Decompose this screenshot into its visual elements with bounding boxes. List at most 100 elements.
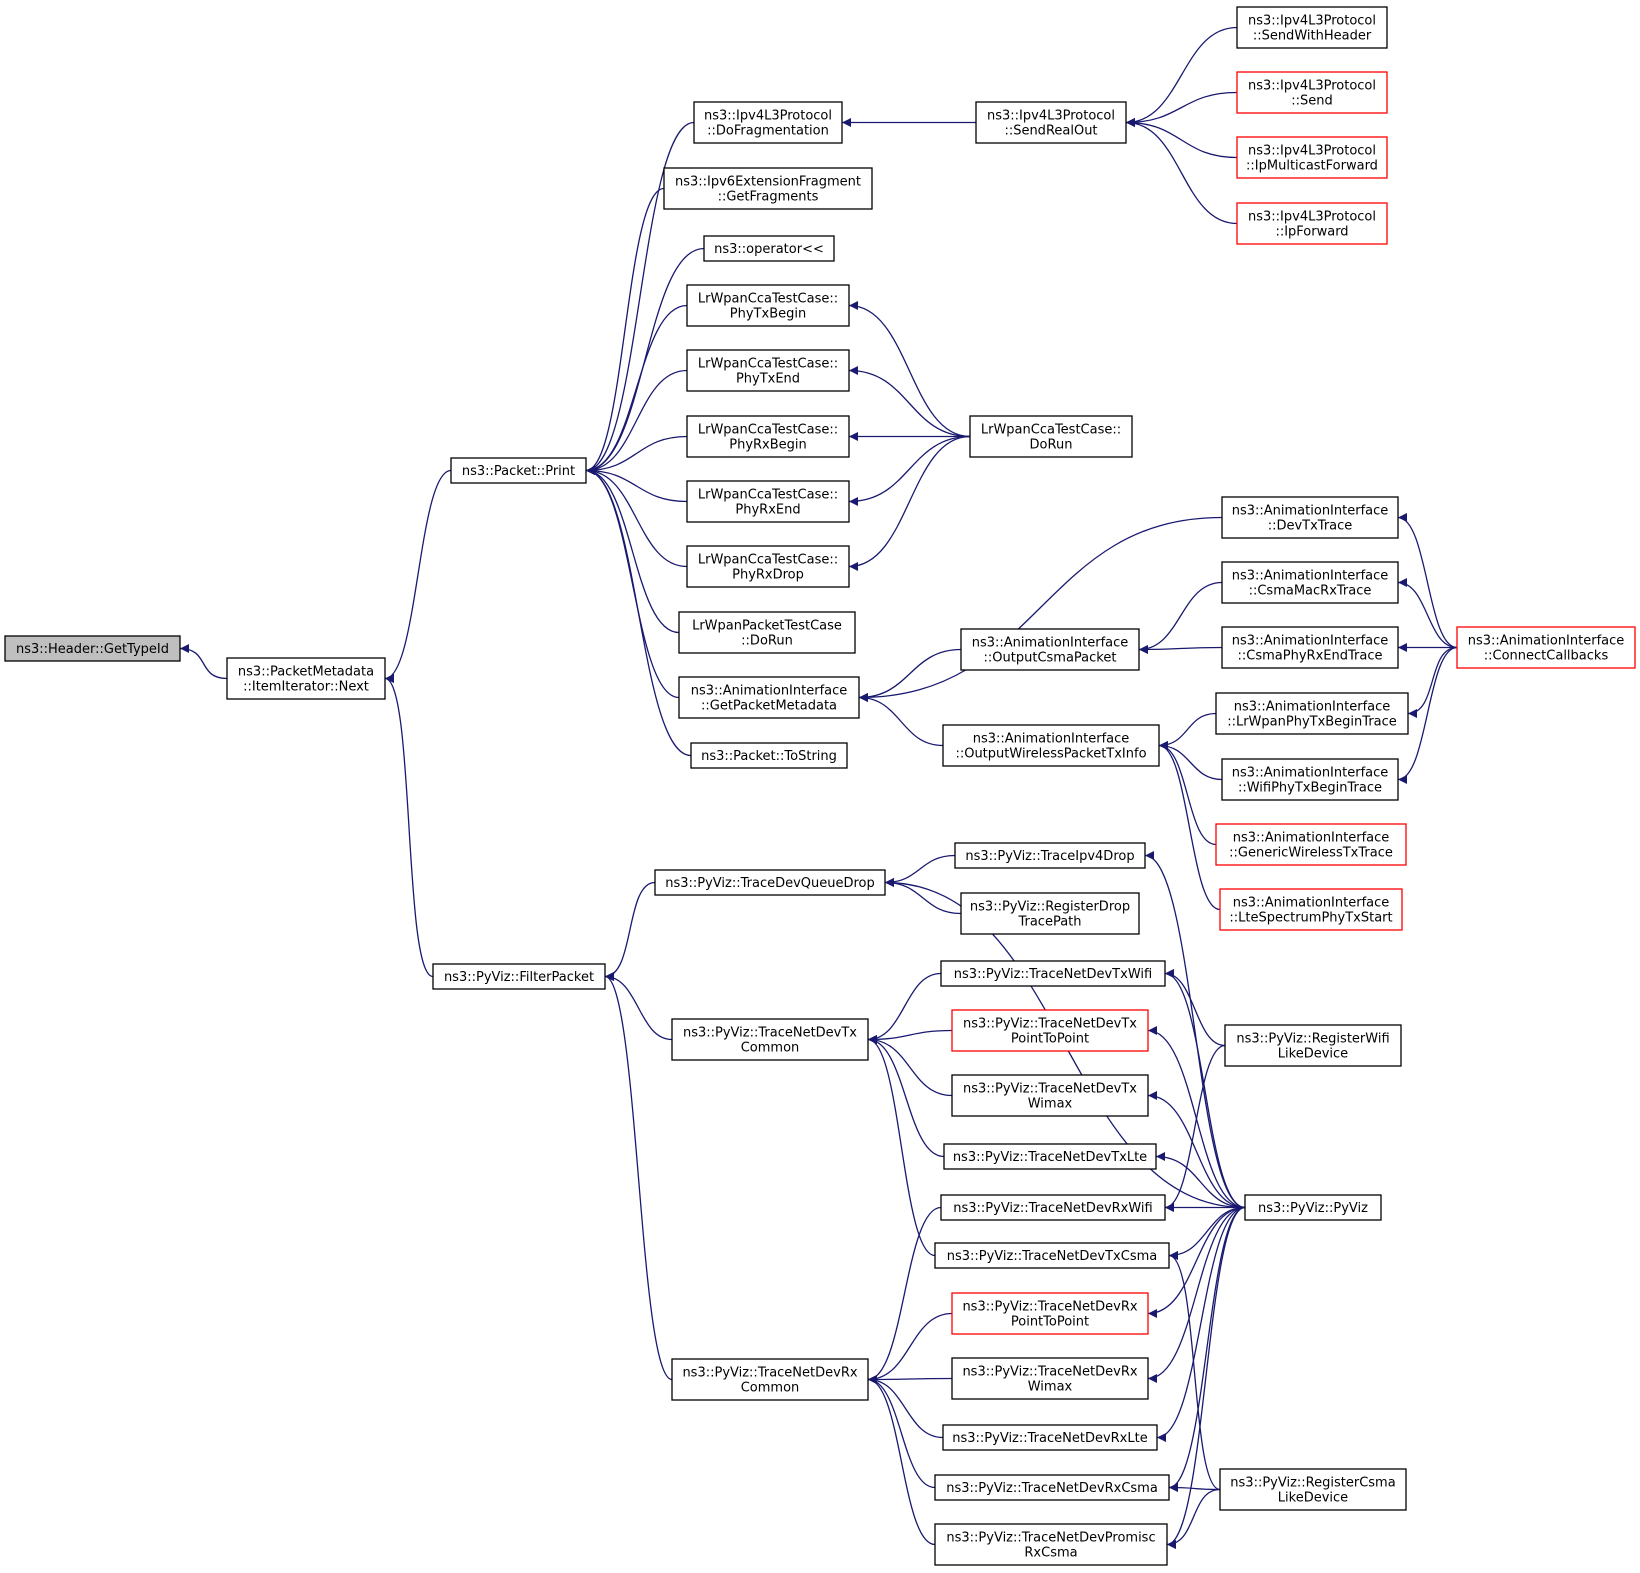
node-ns3-packetmetadata-itemiterator-next[interactable]: ns3::PacketMetadata::ItemIterator::Next [226, 657, 386, 700]
node-ns3-animationinterface-getpacketmetadata[interactable]: ns3::AnimationInterface::GetPacketMetada… [678, 676, 860, 719]
node-label: ns3::PyViz::TraceNetDevTxCsma [947, 1249, 1158, 1264]
node-ns3-pyviz-tracenetdevrxcsma[interactable]: ns3::PyViz::TraceNetDevRxCsma [934, 1474, 1170, 1501]
node-ns3-pyviz-tracenetdevrxlte[interactable]: ns3::PyViz::TraceNetDevRxLte [942, 1424, 1158, 1451]
node-ns3-operator[interactable]: ns3::operator<< [703, 235, 835, 262]
node-ns3-animationinterface-outputcsmapacket[interactable]: ns3::AnimationInterface::OutputCsmaPacke… [960, 628, 1140, 671]
edge-n28-to-n22 [1158, 741, 1217, 846]
node-ns3-animationinterface-wifiphytxbegintrace[interactable]: ns3::AnimationInterface::WifiPhyTxBeginT… [1221, 758, 1399, 801]
node-label: LrWpanCcaTestCase:: [698, 553, 838, 568]
node-box [951, 1292, 1149, 1335]
node-label: PhyRxBegin [729, 438, 807, 453]
node-ns3-animationinterface-outputwirelesspackettxinfo[interactable]: ns3::AnimationInterface::OutputWirelessP… [942, 724, 1160, 767]
node-label: ns3::PacketMetadata [238, 665, 374, 680]
node-ns3-animationinterface-csmaphyrxendtrace[interactable]: ns3::AnimationInterface::CsmaPhyRxEndTra… [1221, 626, 1399, 669]
node-lrwpanccatestcase-phytxend[interactable]: LrWpanCcaTestCase::PhyTxEnd [686, 349, 850, 392]
node-label: PointToPoint [1011, 1315, 1089, 1330]
node-label: LrWpanCcaTestCase:: [698, 292, 838, 307]
edge-n48-to-n41 [1168, 1206, 1246, 1260]
node-ns3-pyviz-traceipv4drop[interactable]: ns3::PyViz::TraceIpv4Drop [954, 842, 1146, 869]
node-box [942, 1424, 1158, 1451]
node-label: ns3::PyViz::TraceDevQueueDrop [665, 876, 875, 891]
node-label: LikeDevice [1278, 1491, 1348, 1506]
node-box [942, 724, 1160, 767]
node-label: ::CsmaPhyRxEndTrace [1238, 649, 1383, 664]
node-label: Common [741, 1041, 800, 1056]
node-box [960, 628, 1140, 671]
node-lrwpanccatestcase-phyrxdrop[interactable]: LrWpanCcaTestCase::PhyRxDrop [686, 545, 850, 588]
edge-n5-to-n2 [585, 187, 665, 475]
edge-n36-to-n32 [867, 972, 942, 1044]
node-box [940, 960, 1166, 987]
node-label: ::WifiPhyTxBeginTrace [1238, 781, 1382, 796]
node-lrwpanccatestcase-phyrxend[interactable]: LrWpanCcaTestCase::PhyRxEnd [686, 480, 850, 523]
node-lrwpanccatestcase-phyrxbegin[interactable]: LrWpanCcaTestCase::PhyRxBegin [686, 415, 850, 458]
node-lrwpanccatestcase-dorun[interactable]: LrWpanCcaTestCase::DoRun [969, 415, 1133, 458]
node-box [951, 1357, 1149, 1400]
edge-n17-to-n15 [1125, 91, 1238, 127]
node-ns3-ipv4l3protocol-dofragmentation[interactable]: ns3::Ipv4L3Protocol::DoFragmentation [693, 101, 843, 144]
edge-n30-to-n23 [1397, 513, 1458, 649]
node-ns3-pyviz-tracenetdevtxlte[interactable]: ns3::PyViz::TraceNetDevTxLte [943, 1143, 1157, 1170]
node-label: ns3::PyViz::TraceNetDevRxLte [952, 1431, 1147, 1446]
node-label: ns3::Ipv4L3Protocol [987, 109, 1115, 124]
node-ns3-header-gettypeid[interactable]: ns3::Header::GetTypeId [4, 635, 181, 662]
edge-n24-to-n21 [1138, 581, 1223, 654]
node-ns3-pyviz-tracedevqueuedrop[interactable]: ns3::PyViz::TraceDevQueueDrop [654, 869, 886, 896]
node-lrwpanpackettestcase-dorun[interactable]: LrWpanPacketTestCase::DoRun [678, 611, 856, 654]
node-label: TracePath [1017, 915, 1081, 930]
edge-n48-to-n34 [1144, 851, 1246, 1209]
edge-n47-to-n36 [1164, 969, 1226, 1047]
node-label: ::SendRealOut [1004, 124, 1097, 139]
node-box [686, 284, 850, 327]
node-ns3-ipv4l3protocol-sendwithheader[interactable]: ns3::Ipv4L3Protocol::SendWithHeader [1236, 6, 1388, 49]
node-label: LrWpanCcaTestCase:: [981, 423, 1121, 438]
node-ns3-pyviz-filterpacket[interactable]: ns3::PyViz::FilterPacket [432, 963, 606, 990]
node-ns3-ipv4l3protocol-ipmulticastforward[interactable]: ns3::Ipv4L3Protocol::IpMulticastForward [1236, 136, 1388, 179]
edge-n48-to-n45 [1168, 1206, 1246, 1492]
node-box [703, 235, 835, 262]
node-ns3-ipv4l3protocol-ipforward[interactable]: ns3::Ipv4L3Protocol::IpForward [1236, 202, 1388, 245]
edge-n4-to-n2 [585, 121, 695, 475]
node-box [450, 457, 587, 484]
node-box [686, 349, 850, 392]
edge-n48-to-n43 [1147, 1206, 1246, 1383]
node-ns3-pyviz-pyviz[interactable]: ns3::PyViz::PyViz [1244, 1194, 1382, 1221]
node-label: ns3::PyViz::TraceNetDevRx [962, 1300, 1137, 1315]
node-box [686, 545, 850, 588]
node-ns3-pyviz-tracenetdevtxcsma[interactable]: ns3::PyViz::TraceNetDevTxCsma [934, 1242, 1170, 1269]
edge-n31-to-n3 [604, 881, 656, 981]
node-box [1221, 758, 1399, 801]
node-box [226, 657, 386, 700]
node-ns3-animationinterface-devtxtrace[interactable]: ns3::AnimationInterface::DevTxTrace [1221, 496, 1399, 539]
node-ns3-packet-print[interactable]: ns3::Packet::Print [450, 457, 587, 484]
node-lrwpanccatestcase-phytxbegin[interactable]: LrWpanCcaTestCase::PhyTxBegin [686, 284, 850, 327]
node-ns3-animationinterface-ltespectrumphytxstart[interactable]: ns3::AnimationInterface::LteSpectrumPhyT… [1219, 888, 1403, 931]
node-ns3-animationinterface-genericwirelesstxtrace[interactable]: ns3::AnimationInterface::GenericWireless… [1215, 823, 1407, 866]
node-label: RxCsma [1024, 1546, 1077, 1561]
node-ns3-pyviz-tracenetdevrxwifi[interactable]: ns3::PyViz::TraceNetDevRxWifi [940, 1194, 1166, 1221]
node-box [663, 167, 873, 210]
node-ns3-pyviz-tracenetdevtxwifi[interactable]: ns3::PyViz::TraceNetDevTxWifi [940, 960, 1166, 987]
node-ns3-ipv6extensionfragment-getfragments[interactable]: ns3::Ipv6ExtensionFragment::GetFragments [663, 167, 873, 210]
node-ns3-packet-tostring[interactable]: ns3::Packet::ToString [690, 742, 848, 769]
node-ns3-animationinterface-lrwpanphytxbegintrace[interactable]: ns3::AnimationInterface::LrWpanPhyTxBegi… [1215, 692, 1409, 735]
node-label: ns3::Ipv4L3Protocol [1248, 210, 1376, 225]
node-ns3-ipv4l3protocol-sendrealout[interactable]: ns3::Ipv4L3Protocol::SendRealOut [975, 101, 1127, 144]
node-ns3-ipv4l3protocol-send[interactable]: ns3::Ipv4L3Protocol::Send [1236, 71, 1388, 114]
node-label: ns3::PyViz::TraceNetDevTx [963, 1082, 1137, 1097]
node-ns3-animationinterface-csmamacrxtrace[interactable]: ns3::AnimationInterface::CsmaMacRxTrace [1221, 561, 1399, 604]
node-label: ns3::AnimationInterface [972, 636, 1129, 651]
node-label: ::SendWithHeader [1253, 29, 1372, 44]
node-ns3-animationinterface-connectcallbacks[interactable]: ns3::AnimationInterface::ConnectCallback… [1456, 626, 1636, 669]
